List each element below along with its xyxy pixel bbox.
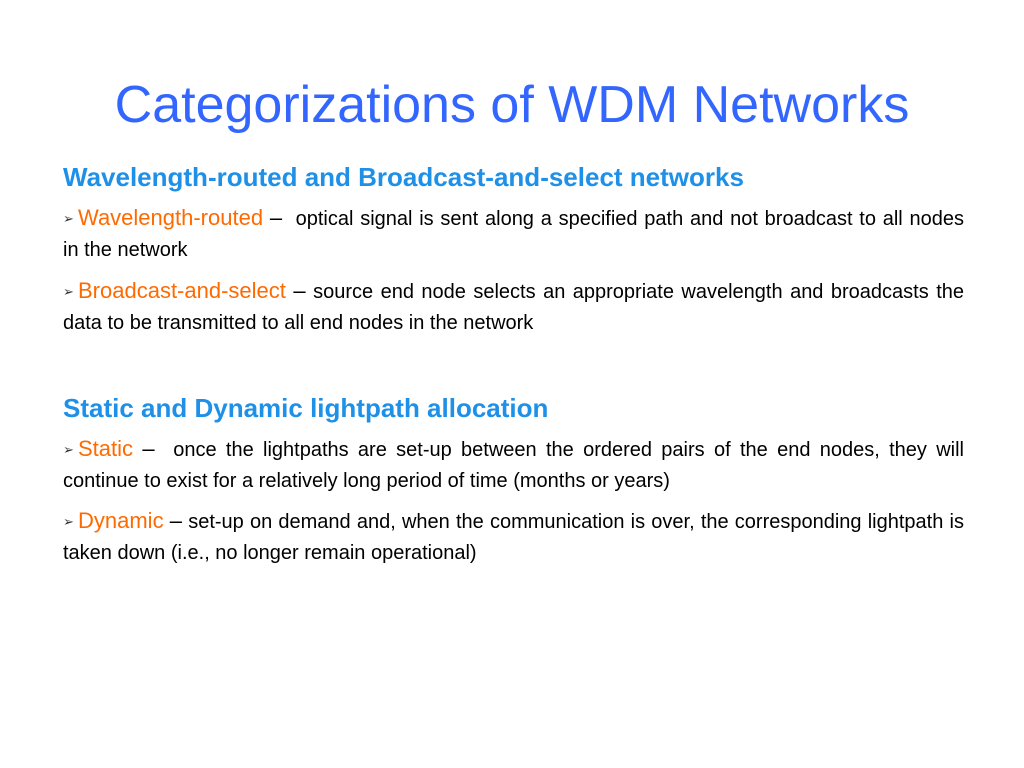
bullet-text: once the lightpaths are set-up between t… (63, 439, 964, 492)
bullet-arrow-icon: ➢ (63, 211, 74, 226)
bullet-dynamic: ➢ Dynamic – set-up on demand and, when th… (63, 505, 964, 569)
section-static-dynamic: Static and Dynamic lightpath allocation … (63, 391, 964, 569)
bullet-text: optical signal is sent along a specified… (63, 208, 964, 261)
slide-title: Categorizations of WDM Networks (114, 75, 910, 134)
bullet-dash: – (269, 205, 283, 230)
bullet-term: Static (78, 436, 134, 461)
bullet-term: Broadcast-and-select (78, 278, 286, 303)
section-heading: Static and Dynamic lightpath allocation (63, 393, 549, 423)
bullet-text: source end node selects an appropriate w… (63, 281, 964, 334)
bullet-arrow-icon: ➢ (63, 284, 74, 299)
section-wavelength-broadcast: Wavelength-routed and Broadcast-and-sele… (63, 160, 964, 339)
section-heading: Wavelength-routed and Broadcast-and-sele… (63, 162, 744, 192)
bullet-term: Dynamic (78, 508, 164, 533)
bullet-broadcast-and-select: ➢ Broadcast-and-select – source end node … (63, 275, 964, 339)
bullet-arrow-icon: ➢ (63, 442, 74, 457)
bullet-dash: – (293, 278, 306, 303)
bullet-term: Wavelength-routed (78, 205, 264, 230)
bullet-wavelength-routed: ➢ Wavelength-routed – optical signal is s… (63, 202, 964, 266)
bullet-dash: – (169, 508, 183, 533)
bullet-dash: – (142, 436, 155, 461)
slide-body: Wavelength-routed and Broadcast-and-sele… (63, 160, 964, 569)
bullet-text: set-up on demand and, when the communica… (63, 511, 964, 564)
bullet-arrow-icon: ➢ (63, 514, 74, 529)
bullet-static: ➢ Static – once the lightpaths are set-up… (63, 433, 964, 497)
